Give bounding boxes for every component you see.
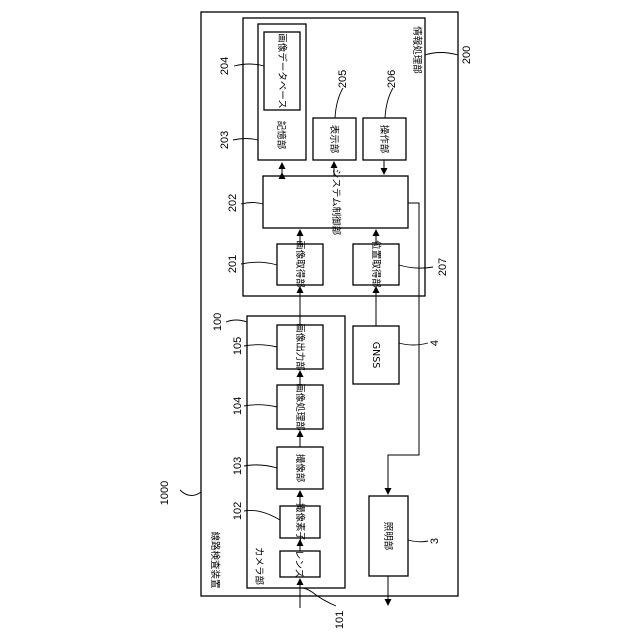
ref-206: 206 [386,70,398,88]
leader-203 [233,139,258,141]
ref-100: 100 [212,313,224,331]
image-sensor-label: 撮像素子 [294,503,306,542]
leader-103 [244,465,277,468]
leader-206 [385,88,393,118]
leader-1000 [180,490,201,496]
ref-102: 102 [232,502,244,520]
leader-3 [408,540,428,542]
system-name-label: 線路検査装置 [209,531,221,588]
leader-105 [244,345,277,347]
ref-204: 204 [219,57,231,75]
lighting-unit-label: 照明部 [382,522,394,551]
position-acquisition-label: 位置取得部 [370,240,382,288]
ref-202: 202 [227,194,239,212]
ref-103: 103 [232,457,244,475]
gnss-label: GNSS [370,342,381,369]
ref-200: 200 [461,46,473,64]
lens-label: レンズ [293,550,305,579]
ref-207: 207 [437,258,449,276]
image-acquisition-label: 画像取得部 [294,240,306,288]
ref-203: 203 [219,131,231,149]
ref-3: 3 [429,538,441,544]
leader-200 [425,53,458,56]
ref-104: 104 [232,397,244,415]
ref-101: 101 [334,611,346,629]
ref-205: 205 [337,70,349,88]
leader-201 [241,262,277,265]
ref-201: 201 [227,255,239,273]
image-output-label: 画像出力部 [294,323,306,371]
ref-4: 4 [429,340,441,346]
camera-unit-label: カメラ部 [253,547,265,585]
storage-unit-label: 記憶部 [275,121,287,150]
leader-205 [335,88,343,118]
ref-1000: 1000 [159,481,171,505]
leader-104 [244,405,277,407]
operation-unit-label: 操作部 [378,125,390,154]
image-database-label: 画像データベース [276,33,288,109]
leader-102 [244,510,280,520]
leader-202 [241,203,263,205]
leader-207 [399,265,433,268]
info-processing-label: 情報処理部 [411,26,423,74]
leader-4 [399,343,428,345]
system-control-label: システム制御部 [330,169,342,235]
ref-105: 105 [232,337,244,355]
imaging-unit-label: 撮像部 [294,454,306,483]
leader-100 [226,320,247,322]
display-unit-label: 表示部 [328,125,340,154]
image-processing-label: 画像処理部 [294,383,306,431]
leader-101 [302,588,336,606]
